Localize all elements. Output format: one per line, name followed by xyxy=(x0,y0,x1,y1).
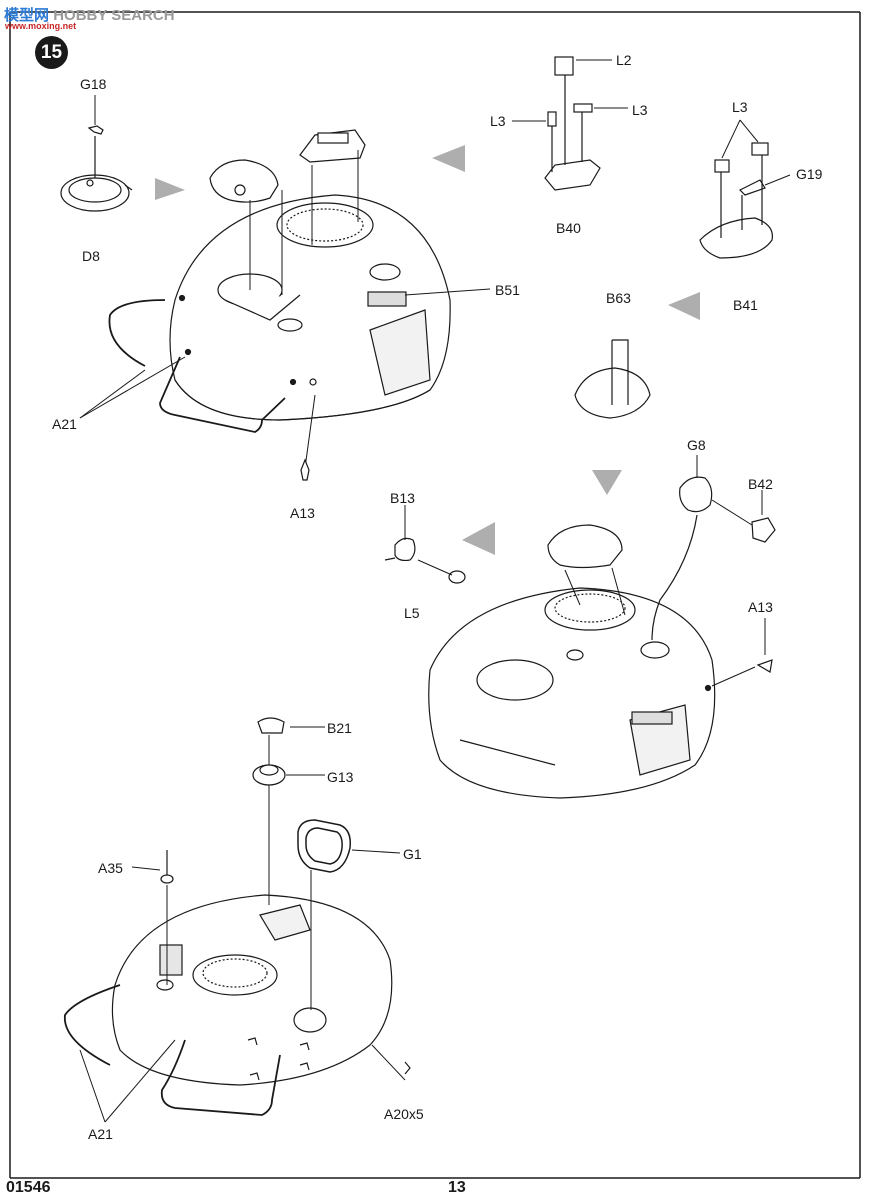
part-b21 xyxy=(257,717,285,734)
hatch-cover-middle xyxy=(547,524,623,569)
label-l3-left: L3 xyxy=(490,113,506,129)
part-a35 xyxy=(160,850,174,884)
label-a13-top: A13 xyxy=(290,505,315,521)
label-l2: L2 xyxy=(616,52,632,68)
label-b63: B63 xyxy=(606,290,631,306)
part-b63 xyxy=(574,339,651,419)
part-a20x5 xyxy=(247,1037,411,1081)
leader-lines-top xyxy=(79,95,491,469)
handles-a21-bottom xyxy=(64,984,281,1116)
page-frame xyxy=(9,11,861,1179)
part-a13-mid xyxy=(756,659,773,673)
page-number: 13 xyxy=(448,1179,466,1196)
label-g18: G18 xyxy=(80,76,107,92)
part-g18 xyxy=(87,125,104,178)
label-a21-top: A21 xyxy=(52,416,77,432)
label-b13: B13 xyxy=(390,490,415,506)
watermark-brand: 模型网 xyxy=(4,7,50,24)
label-l3-right: L3 xyxy=(632,102,648,118)
turret-upper-left xyxy=(169,194,451,421)
label-l5: L5 xyxy=(404,605,420,621)
handles-a21-top xyxy=(108,299,286,433)
direction-arrows xyxy=(155,145,700,555)
part-g8 xyxy=(651,476,713,641)
watermark-brand-suffix: HOBBY SEARCH xyxy=(53,7,175,24)
label-a13-mid: A13 xyxy=(748,599,773,615)
label-g19: G19 xyxy=(796,166,823,182)
leader-lines-b41 xyxy=(721,119,791,186)
step-number-badge: 15 xyxy=(35,36,68,69)
leader-lines-b40 xyxy=(512,59,628,122)
label-b41: B41 xyxy=(733,297,758,313)
label-g8: G8 xyxy=(687,437,706,453)
label-l3-b41: L3 xyxy=(732,99,748,115)
part-g1 xyxy=(297,819,352,873)
cupola-top xyxy=(299,129,366,163)
label-d8: D8 xyxy=(82,248,100,264)
turret-bottom-left xyxy=(111,894,393,1086)
hatch-d8 xyxy=(60,174,133,212)
label-a35: A35 xyxy=(98,860,123,876)
part-b41 xyxy=(699,142,773,259)
part-b40 xyxy=(544,56,601,191)
label-b21: B21 xyxy=(327,720,352,736)
part-b42 xyxy=(751,517,776,543)
hatch-cover-left xyxy=(209,159,279,203)
part-b13 xyxy=(384,537,466,584)
label-a21-bottom: A21 xyxy=(88,1126,113,1142)
watermark-logo: 模型网 HOBBY SEARCH xyxy=(4,4,175,25)
label-b42: B42 xyxy=(748,476,773,492)
part-a13-top xyxy=(300,458,310,481)
turret-middle-right xyxy=(428,587,716,799)
leader-lines-middle xyxy=(404,455,766,687)
leader-lines-bottom xyxy=(79,726,406,1123)
kit-code: 01546 xyxy=(6,1179,51,1196)
label-b51: B51 xyxy=(495,282,520,298)
label-a20x5: A20x5 xyxy=(384,1106,424,1122)
label-b40: B40 xyxy=(556,220,581,236)
watermark-url: www.moxing.net xyxy=(5,21,77,31)
label-g13: G13 xyxy=(327,769,354,785)
part-g13 xyxy=(252,764,286,786)
label-g1: G1 xyxy=(403,846,422,862)
